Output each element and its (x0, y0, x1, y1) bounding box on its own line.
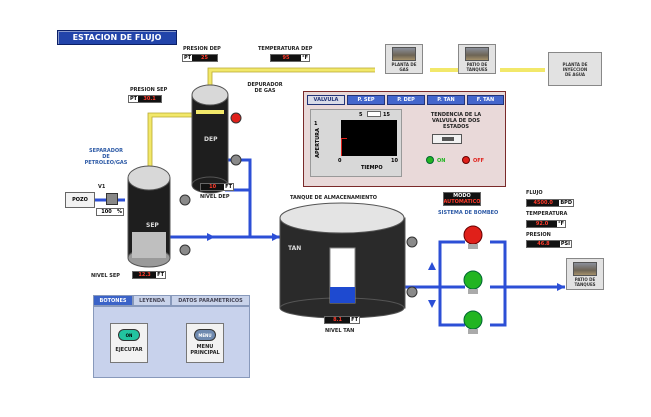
menu-principal-button[interactable]: MENU MENU PRINCIPAL (186, 323, 224, 363)
temperatura-dep-label: TEMPERATURA DEP (258, 46, 313, 52)
tab-valvula[interactable]: VALVULA (307, 95, 345, 105)
storage-tank (279, 202, 406, 319)
presion-label: PRESION (526, 232, 551, 238)
temperatura-readout: 92.0 °F (526, 220, 566, 228)
tab-f-tan[interactable]: F. TAN (467, 95, 504, 105)
off-indicator-icon (462, 156, 470, 164)
separador-vessel (127, 165, 171, 268)
v1-valve-icon[interactable] (106, 193, 118, 205)
trend-line (341, 138, 347, 156)
patio-tanques-2-image (573, 261, 597, 276)
trend-yaxis: APERTURA (314, 128, 321, 158)
pump-1 (463, 225, 483, 249)
trend-plot (341, 120, 397, 156)
presion-readout: 46.8 PSI (526, 240, 572, 248)
menu-principal-label: MENU PRINCIPAL (190, 344, 220, 356)
planta-gas-image (392, 46, 416, 61)
valve-heading: TENDENCIA DE LA VALVULA DE DOS ESTADOS (430, 112, 482, 130)
valve-switch[interactable] (432, 134, 462, 144)
page-title: ESTACION DE FLUJO (57, 30, 177, 45)
ejecutar-button[interactable]: ON EJECUTAR (110, 323, 148, 363)
flujo-readout: 4500.0 BPD (526, 199, 574, 207)
nivel-tan-readout: 8.1 FT (324, 316, 360, 324)
on-label: ON (437, 158, 446, 164)
planta-gas-button[interactable]: PLANTA DE GAS (385, 44, 423, 74)
tab-leyenda[interactable]: LEYENDA (133, 295, 171, 306)
trend-start-box[interactable] (367, 111, 381, 117)
nivel-sep-readout: 12.3 FT (132, 271, 166, 279)
flow-arrows (207, 233, 565, 308)
trend-tick-end: 10 (391, 158, 398, 164)
controls-tab-panel: BOTONES LEYENDA DATOS PARAMETRICOS ON EJ… (93, 295, 250, 378)
patio-tanques-button[interactable]: PATIO DE TANQUES (458, 44, 496, 74)
pump-3 (463, 310, 483, 334)
on-indicator-icon (426, 156, 434, 164)
tab-p-tan[interactable]: P. TAN (427, 95, 465, 105)
nivel-dep-readout: 10 FT (200, 183, 234, 191)
gas-pipes (148, 68, 545, 168)
menu-pill: MENU (194, 329, 216, 341)
valve-trend-panel: VALVULA P. SEP P. DEP P. TAN F. TAN 5 15… (303, 91, 506, 187)
trend-t-end: 15 (383, 112, 390, 118)
trend-t-start: 5 (359, 112, 363, 118)
ejecutar-pill: ON (118, 329, 140, 341)
tab-body: ON EJECUTAR MENU MENU PRINCIPAL (93, 306, 250, 378)
v1-readout: 100 % (96, 208, 124, 216)
valve-switch-lever (442, 137, 454, 141)
pump-2 (463, 270, 483, 294)
temperatura-label: TEMPERATURA (526, 211, 568, 217)
planta-inyeccion-button[interactable]: PLANTA DE INYECCION DE AGUA (548, 52, 602, 86)
nivel-tan-label: NIVEL TAN (325, 328, 355, 334)
depurador-label: DEPURADOR DE GAS (247, 82, 283, 94)
sep-vessel-label: SEP (146, 222, 159, 229)
dep-vessel-label: DEP (204, 136, 218, 143)
presion-dep-label: PRESION DEP (183, 46, 221, 52)
tab-p-dep[interactable]: P. DEP (387, 95, 425, 105)
gas-pipe-edges (147, 67, 375, 168)
nivel-sep-label: NIVEL SEP (91, 273, 120, 279)
tan-vessel-label: TAN (288, 245, 302, 252)
tab-datos-parametricos[interactable]: DATOS PARAMETRICOS (171, 295, 250, 306)
trend-chart: 5 15 1 APERTURA 0 10 TIEMPO (310, 109, 402, 177)
patio-tanques-image (465, 46, 489, 61)
presion-sep-label: PRESION SEP (130, 87, 168, 93)
separador-label: SEPARADOR DE PETROLEO/GAS (84, 148, 128, 166)
tanque-label: TANQUE DE ALMACENAMIENTO (290, 195, 377, 201)
trend-xaxis: TIEMPO (361, 165, 383, 171)
tab-p-sep[interactable]: P. SEP (347, 95, 385, 105)
temperatura-dep-readout: 95 °F (270, 54, 310, 62)
presion-sep-readout: PT 30.1 (128, 95, 162, 103)
presion-dep-readout: PT 25 (182, 54, 218, 62)
v1-label: V1 (98, 184, 106, 190)
off-label: OFF (473, 158, 485, 164)
pozo-box: POZO (65, 192, 95, 208)
trend-ymax: 1 (314, 121, 318, 127)
modo-display[interactable]: MODO AUTOMATICO (443, 192, 481, 206)
flujo-label: FLUJO (526, 190, 543, 196)
ejecutar-label: EJECUTAR (115, 347, 143, 353)
nivel-dep-label: NIVEL DEP (200, 194, 230, 200)
trend-tick-start: 0 (338, 158, 342, 164)
sistema-bombeo-label: SISTEMA DE BOMBEO (438, 210, 499, 216)
tab-botones[interactable]: BOTONES (93, 295, 133, 306)
patio-tanques-2-button[interactable]: PATIO DE TANQUES (566, 258, 604, 290)
side-instruments (179, 112, 418, 298)
